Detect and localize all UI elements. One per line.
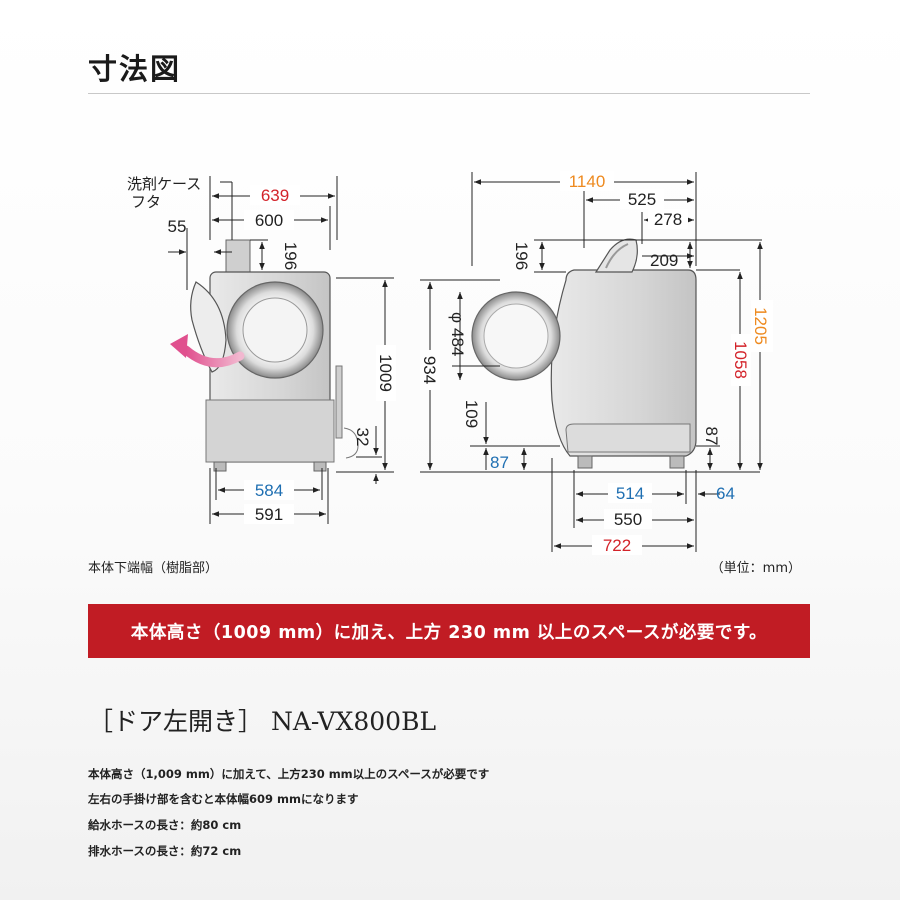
- dim-109: 109: [462, 400, 481, 428]
- dimension-diagram: 洗剤ケース フタ 639 600 55 196 1009 32 584 591: [127, 171, 773, 555]
- side-body-shape: [550, 269, 697, 457]
- dim-32: 32: [353, 428, 372, 447]
- spec-height-space: 本体高さ（1,009 mm）に加えて、上方230 mm以上のスペースが必要です: [88, 767, 490, 781]
- dim-1009: 1009: [376, 354, 395, 392]
- dim-722: 722: [603, 536, 631, 555]
- spec-drain-hose: 排水ホースの長さ：約72 cm: [88, 844, 242, 858]
- dim-514: 514: [616, 484, 644, 503]
- spec-supply-hose: 給水ホースの長さ：約80 cm: [88, 818, 242, 832]
- case-label-line1: 洗剤ケース: [127, 175, 201, 193]
- dim-1205: 1205: [751, 307, 770, 345]
- dim-55: 55: [168, 217, 187, 236]
- dim-64: 64: [716, 484, 735, 503]
- dim-639: 639: [261, 186, 289, 205]
- dim-934: 934: [420, 356, 439, 384]
- front-view: 洗剤ケース フタ 639 600 55 196 1009 32 584 591: [127, 175, 396, 524]
- dim-525: 525: [628, 190, 656, 209]
- dim-584: 584: [255, 481, 283, 500]
- dim-196-side: 196: [512, 242, 531, 270]
- dim-209: 209: [650, 251, 678, 270]
- dim-550: 550: [614, 510, 642, 529]
- dim-484: 484: [448, 328, 467, 356]
- space-requirement-banner: 本体高さ（1009 mm）に加え、上方 230 mm 以上のスペースが必要です。: [88, 604, 810, 658]
- dim-diameter-prefix: φ: [448, 312, 467, 323]
- dim-196-front: 196: [281, 242, 300, 270]
- page-title: 寸法図: [88, 52, 182, 86]
- case-label-line2: フタ: [131, 193, 161, 211]
- banner-text: 本体高さ（1009 mm）に加え、上方 230 mm 以上のスペースが必要です。: [130, 622, 768, 643]
- side-view: 1140 525 278 196 209 φ 484 934 109 87 10…: [420, 171, 773, 555]
- dim-1140: 1140: [569, 172, 606, 191]
- unit-note: （単位：mm）: [710, 561, 801, 576]
- base-width-note: 本体下端幅（樹脂部）: [88, 561, 219, 576]
- dim-87-right: 87: [702, 427, 721, 446]
- detergent-case-shape: [225, 239, 251, 273]
- door-swing-arrow-icon: [170, 334, 188, 358]
- dim-591: 591: [255, 505, 283, 524]
- dim-87-left: 87: [490, 453, 509, 472]
- dim-278: 278: [654, 210, 682, 229]
- dim-600: 600: [255, 211, 283, 230]
- dim-1058: 1058: [731, 341, 750, 379]
- title-divider: [88, 93, 810, 94]
- model-title: ［ドア左開き］ NA-VX800BL: [88, 707, 437, 736]
- spec-width-handles: 左右の手掛け部を含むと本体幅609 mmになります: [88, 792, 359, 806]
